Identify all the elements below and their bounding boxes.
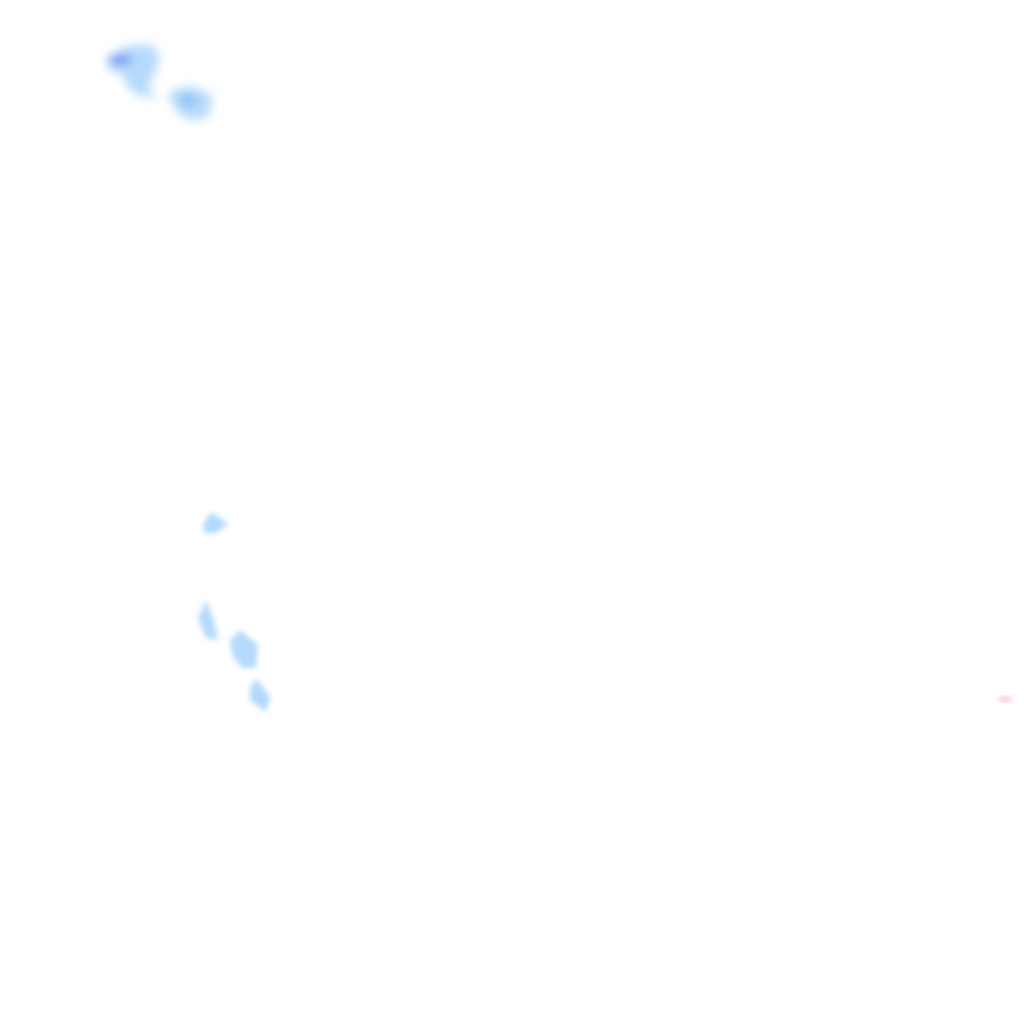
precip-cell-northwest xyxy=(108,44,212,121)
precip-cell-east xyxy=(998,697,1012,701)
precip-cell-southwest xyxy=(198,512,270,712)
